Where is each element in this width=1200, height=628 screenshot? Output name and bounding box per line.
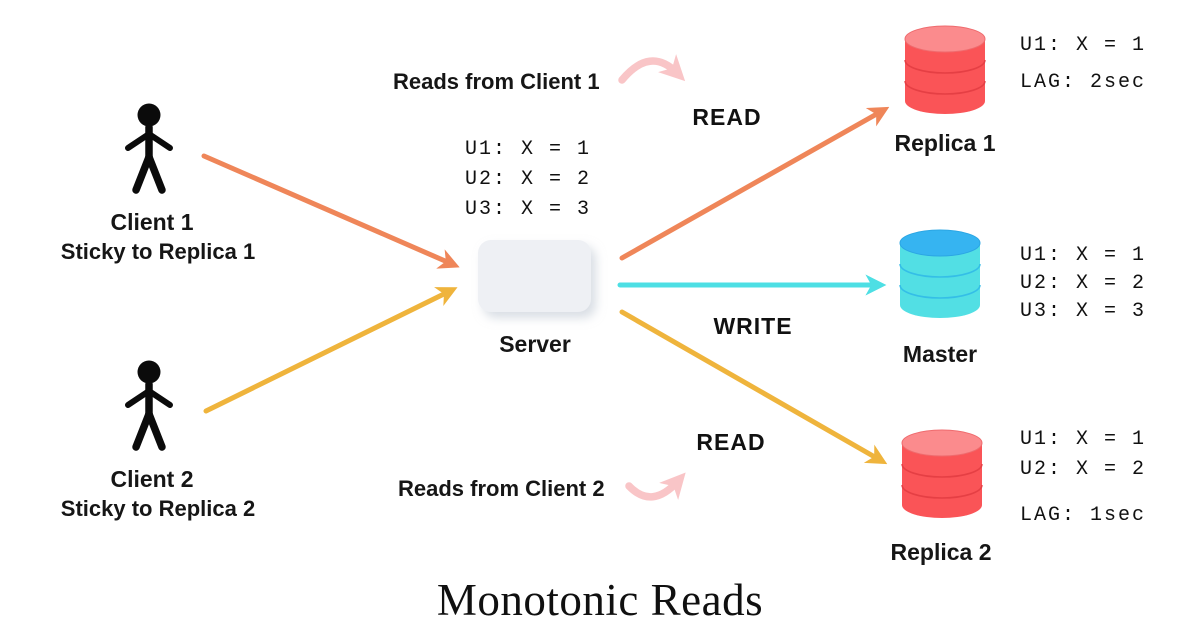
- replica2-database-icon: [901, 429, 983, 518]
- client1-person-icon: [125, 103, 173, 194]
- curved-arrow-reads-client1-icon: [618, 54, 686, 84]
- replica2-state-line: U1: X = 1: [1020, 428, 1147, 451]
- arrow-server-to-replica2-read: [619, 309, 888, 465]
- replica1-label: Replica 1: [894, 130, 996, 156]
- read-top-label: READ: [692, 104, 762, 130]
- replica1-database-icon: [904, 25, 986, 114]
- arrow-client1-to-server: [201, 153, 460, 269]
- master-state-line: U1: X = 1: [1020, 244, 1147, 267]
- arrow-server-to-replica1-read: [619, 106, 890, 261]
- client2-label: Client 2: [110, 466, 194, 492]
- server-memory-line: U2: X = 2: [465, 168, 592, 191]
- curved-arrow-reads-client2-icon: [625, 472, 686, 501]
- reads-from-client2-label: Reads from Client 2: [398, 476, 605, 501]
- diagram-title: Monotonic Reads: [436, 575, 764, 625]
- master-database-icon: [899, 229, 981, 318]
- read-bottom-label: READ: [696, 429, 766, 455]
- write-label: WRITE: [713, 313, 793, 339]
- master-label: Master: [902, 341, 978, 367]
- server-memory-line: U3: X = 3: [465, 198, 592, 221]
- replica2-lag-line: LAG: 1sec: [1020, 504, 1147, 527]
- replica2-state-line: U2: X = 2: [1020, 458, 1147, 481]
- reads-from-client1-label: Reads from Client 1: [393, 69, 600, 94]
- client1-label: Client 1: [110, 209, 194, 235]
- server-box: [478, 240, 591, 312]
- client2-sticky-note: Sticky to Replica 2: [60, 496, 256, 521]
- replica1-state-line: U1: X = 1: [1020, 34, 1147, 57]
- replica2-label: Replica 2: [890, 539, 992, 565]
- replica1-lag-line: LAG: 2sec: [1020, 71, 1147, 94]
- server-label: Server: [499, 331, 571, 357]
- arrow-client2-to-server: [203, 287, 458, 414]
- server-memory-line: U1: X = 1: [465, 138, 592, 161]
- client2-person-icon: [125, 360, 173, 451]
- client1-sticky-note: Sticky to Replica 1: [60, 239, 256, 264]
- master-state-line: U2: X = 2: [1020, 272, 1147, 295]
- master-state-line: U3: X = 3: [1020, 300, 1147, 323]
